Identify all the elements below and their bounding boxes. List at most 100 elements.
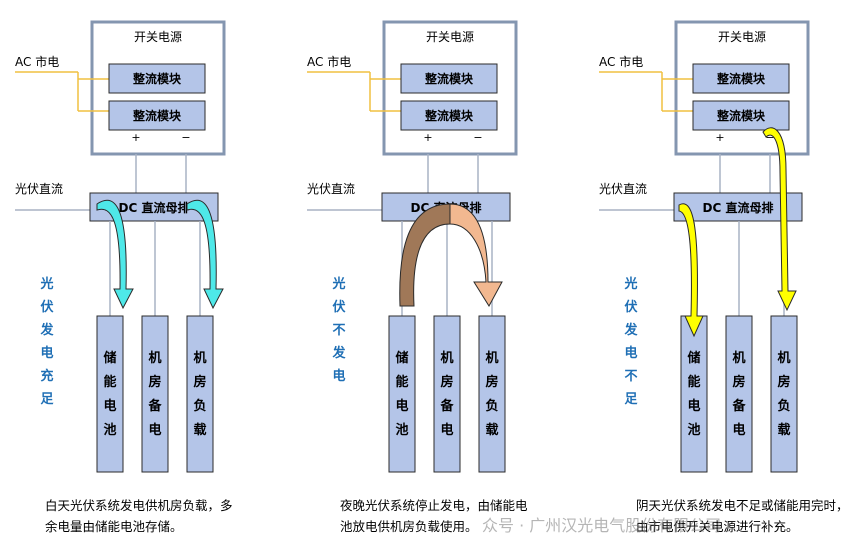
night-ac-mains-label: AC 市电 [307, 54, 351, 69]
night-load-label-char: 机 [485, 350, 498, 366]
night-backup-label-char: 电 [440, 422, 453, 438]
cloudy-backup-label-char: 机 [732, 350, 745, 366]
cloudy-status-text-char: 伏 [624, 299, 637, 315]
cloudy-rectifier-1 [692, 63, 790, 94]
day-battery-box [96, 315, 124, 473]
cloudy-load-label-char: 负 [777, 398, 790, 414]
day-load-label-char: 负 [193, 398, 206, 414]
caption-cloudy-line-1: 阴天光伏系统发电不足或储能用完时， [636, 498, 849, 513]
night-battery-box [388, 315, 416, 473]
night-status-text-char: 光 [331, 276, 345, 292]
cloudy-status-text-char: 足 [624, 392, 638, 407]
day-load-label-char: 机 [193, 350, 206, 366]
cloudy-status-text-char: 光 [623, 276, 637, 292]
cloudy-status-text-char: 电 [624, 345, 637, 361]
cloudy-status-text-char: 不 [624, 369, 637, 384]
cloudy-battery-box [680, 315, 708, 473]
day-minus-sign: − [181, 131, 190, 144]
day-load-label: 机房负载 [193, 350, 206, 438]
day-arrow-to-battery [96, 199, 134, 310]
day-load-label-char: 载 [193, 422, 206, 438]
cloudy-load-label-char: 载 [777, 422, 790, 438]
day-rectifier-1-label: 整流模块 [132, 71, 182, 86]
night-battery-label-char: 池 [395, 422, 408, 438]
day-status-text-char: 电 [40, 345, 53, 361]
night-rectifier-1 [400, 63, 498, 94]
night-rectifier-1-label: 整流模块 [424, 71, 474, 86]
cloudy-battery-label-char: 池 [687, 422, 700, 438]
night-load-label-char: 载 [485, 422, 498, 438]
cloudy-battery-label: 储能电池 [686, 350, 700, 438]
day-backup-label-char: 房 [148, 374, 161, 390]
day-load-label-char: 房 [193, 374, 206, 390]
caption-day: 白天光伏系统发电供机房负载，多 余电量由储能电池存储。 [45, 495, 233, 537]
night-status-text-char: 电 [332, 368, 345, 384]
day-backup-label-char: 机 [148, 350, 161, 366]
cloudy-battery-label-char: 电 [687, 398, 700, 414]
night-backup-box [433, 315, 461, 473]
caption-night-line-1: 夜晚光伏系统停止发电，由储能电 [340, 498, 528, 513]
night-backup-label-char: 备 [439, 398, 454, 414]
cloudy-load-label-char: 机 [777, 350, 790, 366]
night-load-box [478, 315, 506, 473]
caption-cloudy: 阴天光伏系统发电不足或储能用完时， 由市电供开关电源进行补充。 [636, 495, 849, 537]
day-battery-label-char: 储 [102, 350, 116, 366]
day-power-supply-label: 开关电源 [134, 30, 182, 44]
day-backup-label-char: 电 [148, 422, 161, 438]
cloudy-ac-mains-label: AC 市电 [599, 54, 643, 69]
cloudy-backup-label-char: 房 [732, 374, 745, 390]
cloudy-load-box [770, 315, 798, 473]
night-status-text-char: 发 [331, 345, 346, 361]
day-status-text-char: 足 [40, 392, 54, 407]
night-backup-label-char: 机 [440, 350, 453, 366]
cloudy-rectifier-1-label: 整流模块 [716, 71, 766, 86]
night-battery-label-char: 能 [395, 374, 408, 390]
watermark: 众号 · 广州汉光电气股份有限公司 [482, 516, 722, 535]
caption-day-line-1: 白天光伏系统发电供机房负载，多 [45, 498, 233, 513]
day-backup-label-char: 备 [147, 398, 162, 414]
night-load-label: 机房负载 [485, 350, 498, 438]
night-rectifier-2-label: 整流模块 [424, 108, 474, 123]
day-dc-bus-label: DC 直流母排 [119, 200, 190, 215]
cloudy-backup-label-char: 备 [731, 398, 746, 414]
day-status-text-char: 伏 [40, 299, 53, 315]
caption-night: 夜晚光伏系统停止发电，由储能电 池放电供机房负载使用。 [340, 495, 528, 537]
night-power-supply-label: 开关电源 [426, 30, 474, 44]
cloudy-dc-bus-label: DC 直流母排 [703, 200, 774, 215]
caption-cloudy-line-2: 由市电供开关电源进行补充。 [636, 519, 799, 534]
day-battery-label-char: 池 [103, 422, 116, 438]
day-plus-sign: + [131, 131, 140, 144]
night-battery-label: 储能电池 [394, 350, 408, 438]
day-status-text-char: 充 [40, 368, 53, 384]
night-load-label-char: 房 [485, 374, 498, 390]
cloudy-load-label-char: 房 [777, 374, 790, 390]
day-battery-label: 储能电池 [102, 350, 116, 438]
night-battery-label-char: 电 [395, 398, 408, 414]
night-plus-sign: + [423, 131, 432, 144]
night-backup-label-char: 房 [440, 374, 453, 390]
cloudy-power-supply-label: 开关电源 [718, 30, 766, 44]
day-rectifier-1 [108, 63, 206, 94]
night-status-text-char: 不 [332, 323, 345, 338]
cloudy-pv-dc-label: 光伏直流 [599, 182, 647, 196]
night-rectifier-2 [400, 100, 498, 131]
cloudy-status-text-char: 发 [623, 322, 638, 338]
cloudy-backup-box [725, 315, 753, 473]
cloudy-arrow-to-load [762, 127, 797, 312]
day-status-text-char: 光 [39, 276, 53, 292]
day-ac-mains-label: AC 市电 [15, 54, 59, 69]
day-battery-label-char: 能 [103, 374, 116, 390]
cloudy-arrow-to-battery [678, 203, 704, 338]
day-backup-box [141, 315, 169, 473]
night-battery-label-char: 储 [394, 350, 408, 366]
day-battery-label-char: 电 [103, 398, 116, 414]
cloudy-rectifier-2 [692, 100, 790, 131]
night-status-text-char: 伏 [332, 299, 345, 315]
night-load-label-char: 负 [485, 398, 498, 414]
cloudy-rectifier-2-label: 整流模块 [716, 108, 766, 123]
cloudy-load-label: 机房负载 [777, 350, 790, 438]
